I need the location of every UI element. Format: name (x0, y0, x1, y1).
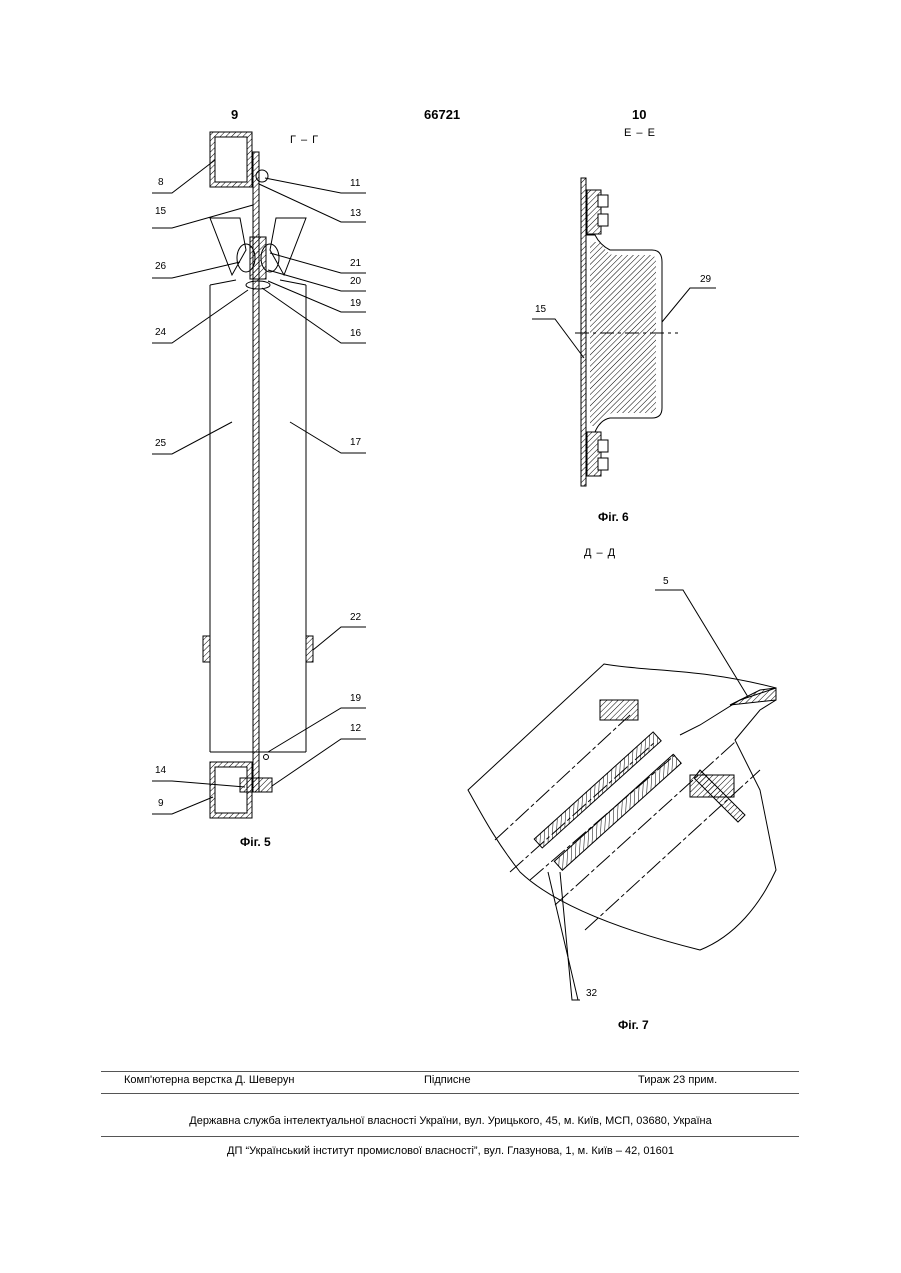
fig6-label-29: 29 (700, 274, 711, 285)
footer-print-run: Тираж 23 прим. (638, 1074, 717, 1086)
fig5-label-21: 21 (350, 258, 361, 269)
fig5-label-8: 8 (158, 177, 164, 188)
fig5-label-13: 13 (350, 208, 361, 219)
fig5-label-17: 17 (350, 437, 361, 448)
footer-layout-credit: Комп'ютерна верстка Д. Шеверун (124, 1074, 294, 1086)
fig6-drawing (532, 178, 716, 486)
fig5-label-11: 11 (350, 178, 360, 189)
fig5-label-14: 14 (155, 765, 166, 776)
fig5-label-24: 24 (155, 327, 166, 338)
fig5-label-19-bottom: 19 (350, 693, 361, 704)
fig5-caption: Фіг. 5 (240, 835, 271, 849)
fig5-section-label: Г – Г (290, 134, 319, 146)
fig5-label-26: 26 (155, 261, 166, 272)
fig5-label-25: 25 (155, 438, 166, 449)
fig5-label-15: 15 (155, 206, 166, 217)
fig6-section-label: Е – Е (624, 127, 656, 139)
fig7-section-label: Д – Д (584, 547, 616, 559)
footer-rule-bottom (101, 1136, 799, 1137)
fig5-label-16: 16 (350, 328, 361, 339)
footer-signed: Підписне (424, 1074, 471, 1086)
fig7-label-5: 5 (663, 576, 669, 587)
fig5-label-20: 20 (350, 276, 361, 287)
fig5-drawing (152, 132, 366, 818)
fig5-label-12: 12 (350, 723, 361, 734)
footer-agency: Державна служба інтелектуальної власност… (0, 1115, 901, 1127)
footer-institute: ДП “Український інститут промислової вла… (0, 1145, 901, 1157)
fig5-label-9: 9 (158, 798, 164, 809)
fig5-label-19-top: 19 (350, 298, 361, 309)
fig6-label-15: 15 (535, 304, 546, 315)
footer-rule-top (101, 1071, 799, 1072)
fig6-caption: Фіг. 6 (598, 510, 629, 524)
fig7-label-32: 32 (586, 988, 597, 999)
fig7-caption: Фіг. 7 (618, 1018, 649, 1032)
footer-rule-middle (101, 1093, 799, 1094)
fig7-drawing (468, 590, 776, 1000)
fig5-label-22: 22 (350, 612, 361, 623)
